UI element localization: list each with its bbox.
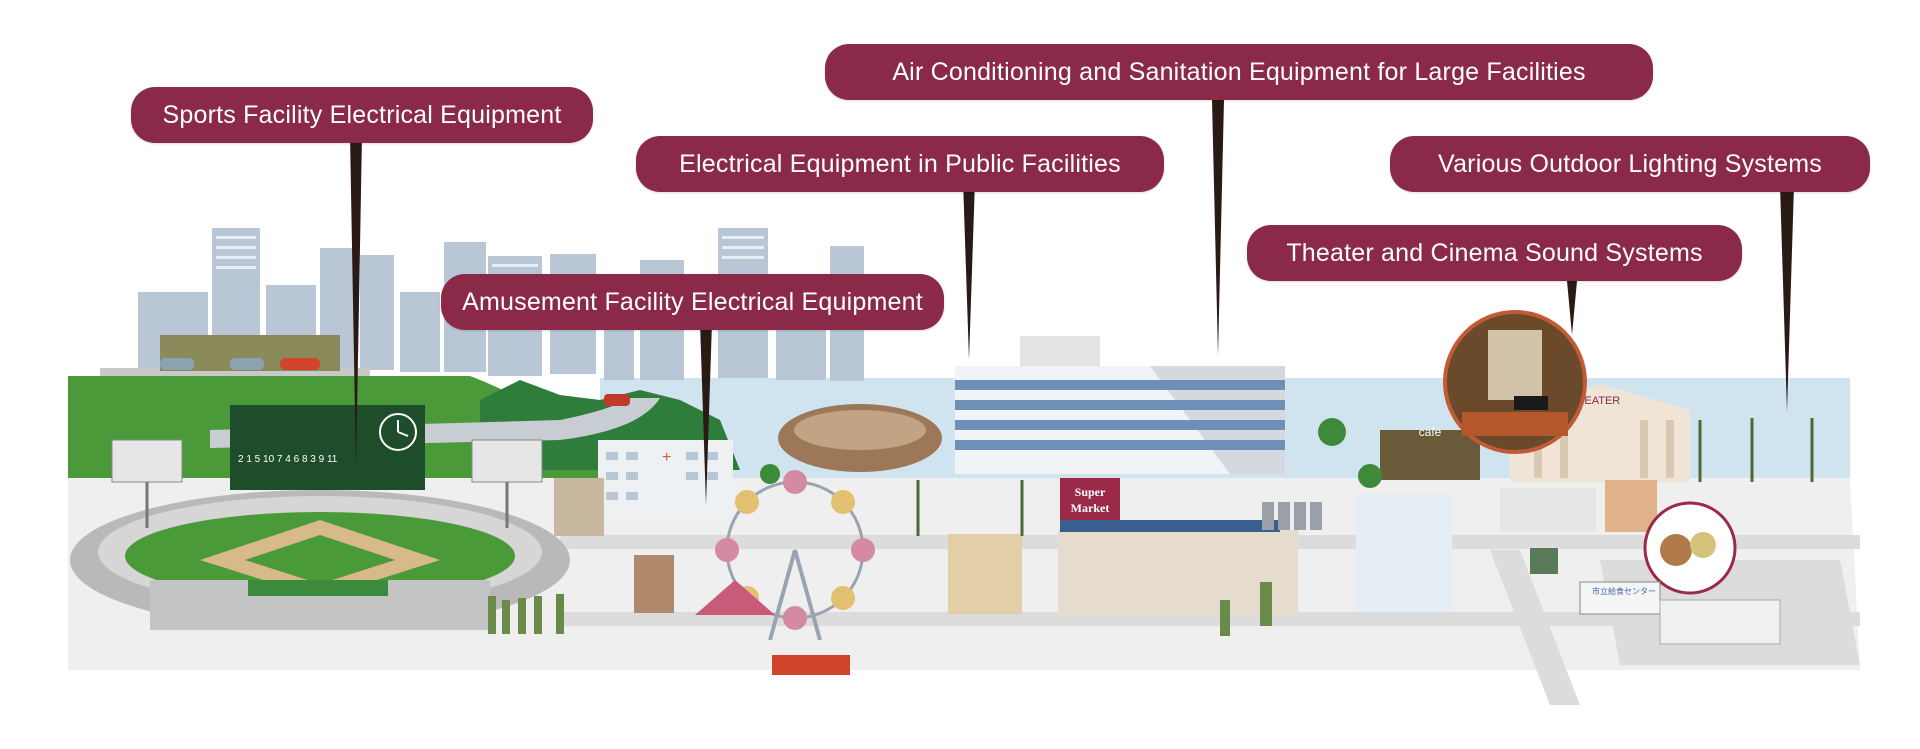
callout-air-conditioning[interactable]: Air Conditioning and Sanitation Equipmen… [825,44,1653,100]
food-center-building [1659,599,1781,645]
light-tower-right [471,439,543,483]
side-road [1490,550,1580,705]
piano-icon [1514,396,1548,410]
callout-amusement-facility[interactable]: Amusement Facility Electrical Equipment [441,274,944,330]
school-building [1500,488,1596,532]
brick-house [1605,480,1657,532]
house-small [554,478,604,536]
leader-amusement [700,322,712,505]
leader-public [963,180,975,360]
truck-label: 市立給食センター [1592,586,1656,596]
light-tower-left [111,439,183,483]
hospital-windows [606,452,718,500]
carousel [695,580,775,615]
rooftop-units [1262,502,1322,530]
upper-road [100,368,370,376]
supermarket-building [1058,530,1298,616]
pedestrians [488,582,1272,636]
leader-theater [1566,270,1578,335]
cafe-sign: cafe [1419,425,1442,439]
leader-air-conditioning [1212,100,1224,356]
leader-outdoor-lighting [1780,185,1794,412]
bus [1530,548,1558,574]
callout-public-facilities[interactable]: Electrical Equipment in Public Facilitie… [636,136,1164,192]
callout-theater-cinema[interactable]: Theater and Cinema Sound Systems [1247,225,1742,281]
scoreboard-innings: 2 1 5 10 7 4 6 8 3 9 11 [238,454,338,465]
leader-lines [350,100,1794,505]
toy-train [772,655,850,675]
car-grey-2 [160,358,194,370]
baseball-stadium [70,490,570,630]
callout-sports-facility[interactable]: Sports Facility Electrical Equipment [131,87,593,143]
highway-car [604,394,630,406]
delivery-truck [1579,581,1661,615]
callout-outdoor-lighting[interactable]: Various Outdoor Lighting Systems [1390,136,1870,192]
leader-sports [350,135,362,470]
office-window-rows [955,380,1285,450]
supermarket-sign-board [1060,478,1120,520]
hospital-cross-icon: + [662,449,671,466]
street-lamps [916,418,1814,536]
trees [760,418,1382,488]
supermarket-sign-text: Super [1075,485,1106,499]
supermarket-sign-text-2: Market [1071,501,1110,515]
townhouse [634,555,674,613]
car-red [280,358,320,370]
house-cafe-row [948,534,1022,614]
gym-building [1356,494,1452,612]
supermarket-solar-roof [1060,520,1280,532]
cafe-building [1380,430,1480,480]
office-roof [1020,336,1100,366]
car-grey [230,358,264,370]
